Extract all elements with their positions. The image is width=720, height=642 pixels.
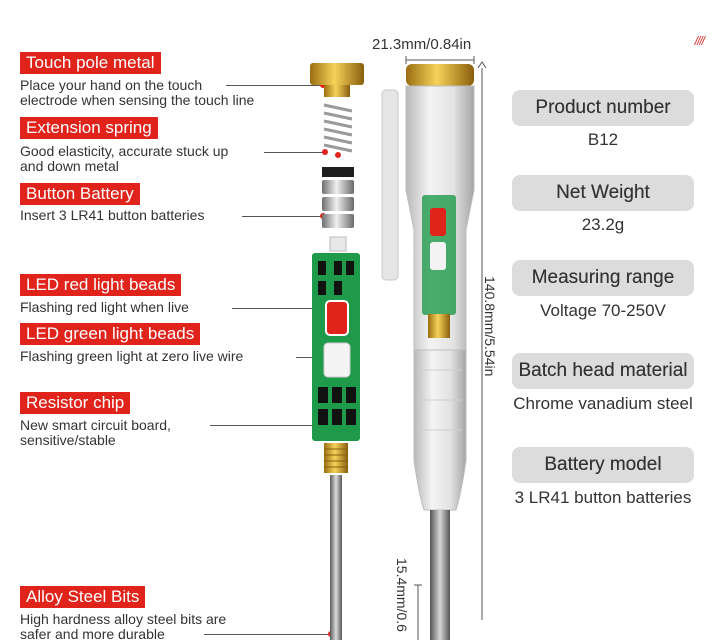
spec-value-product-number: B12 <box>587 130 619 149</box>
pen-clip <box>381 89 399 281</box>
leader-line <box>232 308 328 309</box>
spec-value-measuring-range: Voltage 70-250V <box>540 301 666 320</box>
touch-pole-cap <box>406 64 474 86</box>
feature-title-alloy-steel-bits: Alloy Steel Bits <box>20 586 146 608</box>
alloy-steel-bit <box>430 510 450 640</box>
contact-block <box>329 236 347 252</box>
spec-value-battery-model: 3 LR41 button batteries <box>514 488 692 507</box>
dimension-length-label: 140.8mm/5.54in <box>482 276 498 377</box>
feature-desc-led-green-1: Flashing green light at zero live wire <box>20 348 244 364</box>
feature-desc-battery-1: Insert 3 LR41 button batteries <box>20 207 205 223</box>
leader-line <box>296 357 326 358</box>
extension-spring <box>323 103 353 153</box>
dimension-tip-label: 15.4mm/0.6 <box>394 558 410 632</box>
spec-label-battery-model: Battery model <box>512 447 694 483</box>
touch-pole-cap <box>310 63 364 97</box>
spec-value-net-weight: 23.2g <box>581 215 625 234</box>
feature-title-extension-spring: Extension spring <box>20 117 158 139</box>
feature-desc-bits-2: safer and more durable <box>20 626 165 642</box>
spec-label-batch-head-material: Batch head material <box>512 353 694 389</box>
feature-title-resistor-chip: Resistor chip <box>20 392 131 414</box>
spec-label-net-weight: Net Weight <box>512 175 694 211</box>
spec-label-product-number: Product number <box>512 90 694 126</box>
spec-label-measuring-range: Measuring range <box>512 260 694 296</box>
brass-thread <box>324 443 348 473</box>
battery-cap <box>322 167 354 177</box>
brand-mark-icon: //// <box>694 34 705 48</box>
leader-line <box>226 85 322 86</box>
feature-desc-led-red-1: Flashing red light when live <box>20 299 189 315</box>
leader-line <box>242 216 322 217</box>
feature-desc-bits-1: High hardness alloy steel bits are <box>20 611 227 627</box>
feature-title-touch-pole: Touch pole metal <box>20 52 161 74</box>
dimension-width-label: 21.3mm/0.84in <box>372 36 472 53</box>
feature-desc-spring-2: and down metal <box>20 158 119 174</box>
circuit-board <box>312 253 360 441</box>
feature-desc-touch-pole-1: Place your hand on the touch <box>20 77 203 93</box>
alloy-steel-bit <box>330 475 342 640</box>
leader-dot <box>322 149 328 155</box>
feature-desc-touch-pole-2: electrode when sensing the touch line <box>20 92 255 108</box>
feature-title-led-green: LED green light beads <box>20 323 201 345</box>
leader-line <box>204 634 330 635</box>
leader-line <box>210 425 324 426</box>
assembled-pen-illustration <box>381 56 487 640</box>
feature-desc-resistor-2: sensitive/stable <box>20 432 116 448</box>
spec-value-batch-head-material: Chrome vanadium steel <box>513 394 693 413</box>
feature-desc-spring-1: Good elasticity, accurate stuck up <box>20 143 229 159</box>
feature-desc-resistor-1: New smart circuit board, <box>20 417 171 433</box>
leader-line <box>264 152 324 153</box>
feature-title-led-red: LED red light beads <box>20 274 182 296</box>
button-batteries <box>322 180 354 228</box>
exploded-pen-illustration <box>310 63 364 640</box>
feature-title-button-battery: Button Battery <box>20 183 140 205</box>
